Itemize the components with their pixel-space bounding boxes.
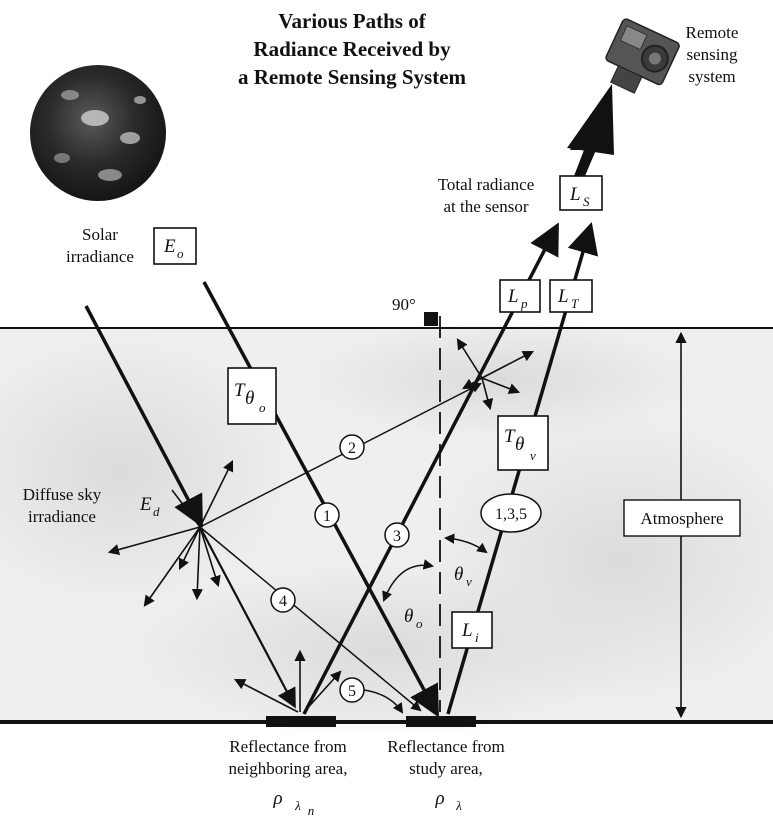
solar-beam-left bbox=[84, 305, 203, 528]
svg-text:v: v bbox=[466, 574, 472, 589]
svg-text:Total radiance: Total radiance bbox=[438, 175, 535, 194]
diffuse-sky-label: Diffuse sky irradiance bbox=[23, 485, 102, 526]
svg-text:irradiance: irradiance bbox=[66, 247, 134, 266]
solar-beam-right bbox=[202, 281, 439, 718]
path-number-1: 1 bbox=[314, 502, 340, 528]
theta-o-arc bbox=[382, 559, 435, 602]
diagram-title: Various Paths of Radiance Received by a … bbox=[238, 9, 467, 89]
svg-text:L: L bbox=[461, 620, 473, 641]
svg-text:sensing: sensing bbox=[687, 45, 739, 64]
svg-text:4: 4 bbox=[279, 593, 287, 610]
reflectance-neighbor-label: Reflectance from neighboring area, ρ λ n bbox=[229, 737, 348, 818]
svg-text:T: T bbox=[234, 380, 246, 401]
theta-v-arc bbox=[443, 533, 488, 554]
camera-icon bbox=[605, 18, 680, 94]
li-box: L i bbox=[451, 611, 493, 649]
svg-text:S: S bbox=[583, 194, 590, 209]
svg-text:d: d bbox=[153, 504, 160, 519]
svg-text:θ: θ bbox=[404, 606, 413, 627]
svg-text:o: o bbox=[177, 246, 184, 261]
path-3-line bbox=[199, 526, 422, 712]
svg-text:irradiance: irradiance bbox=[28, 507, 96, 526]
svg-text:L: L bbox=[507, 286, 519, 307]
lt-box: L T bbox=[549, 279, 593, 313]
path-number-4: 3 bbox=[384, 522, 410, 548]
svg-text:θ: θ bbox=[245, 388, 254, 409]
lp-box: L p bbox=[499, 279, 541, 313]
svg-text:λ: λ bbox=[455, 798, 462, 813]
atmosphere-label-box bbox=[623, 499, 741, 537]
svg-text:o: o bbox=[259, 400, 266, 415]
svg-text:i: i bbox=[475, 630, 479, 645]
sensor-arrow-head bbox=[567, 84, 614, 155]
total-radiance-label: Total radiance at the sensor bbox=[438, 175, 535, 216]
svg-text:Remote: Remote bbox=[686, 23, 739, 42]
path-number-2: 2 bbox=[339, 434, 365, 460]
path-5-arc bbox=[363, 689, 404, 714]
path-number-3: 4 bbox=[270, 587, 296, 613]
svg-text:5: 5 bbox=[348, 683, 356, 700]
right-angle-label: 90° bbox=[392, 295, 416, 314]
right-angle-marker bbox=[424, 312, 438, 326]
svg-text:Reflectance from: Reflectance from bbox=[387, 737, 505, 756]
svg-text:3: 3 bbox=[393, 528, 401, 545]
svg-text:o: o bbox=[416, 616, 423, 631]
svg-text:2: 2 bbox=[348, 440, 356, 457]
t-theta-o-box: T θ o bbox=[227, 367, 277, 425]
svg-text:Radiance Received by: Radiance Received by bbox=[253, 37, 451, 61]
svg-text:L: L bbox=[569, 184, 581, 205]
svg-text:ρ: ρ bbox=[434, 788, 444, 809]
svg-text:neighboring area,: neighboring area, bbox=[229, 759, 348, 778]
svg-text:θ: θ bbox=[454, 564, 463, 585]
svg-text:Diffuse sky: Diffuse sky bbox=[23, 485, 102, 504]
svg-text:study area,: study area, bbox=[409, 759, 483, 778]
theta-o-label: θ o bbox=[404, 606, 423, 631]
t-theta-v-box: T θ v bbox=[497, 415, 549, 471]
svg-text:T: T bbox=[504, 426, 516, 447]
svg-text:system: system bbox=[688, 67, 735, 86]
eo-box: E o bbox=[153, 227, 197, 265]
study-area-patch bbox=[406, 716, 476, 727]
remote-sensing-label: Remote sensing system bbox=[686, 23, 739, 86]
svg-text:Various Paths of: Various Paths of bbox=[278, 9, 426, 33]
path-number-5: 5 bbox=[339, 677, 365, 703]
svg-text:ρ: ρ bbox=[272, 788, 282, 809]
ed-label: E d bbox=[139, 494, 160, 519]
svg-text:E: E bbox=[163, 236, 176, 257]
svg-text:a Remote Sensing System: a Remote Sensing System bbox=[238, 65, 467, 89]
svg-text:T: T bbox=[571, 296, 579, 311]
diffuse-to-neighbor bbox=[199, 526, 296, 709]
svg-text:v: v bbox=[530, 448, 536, 463]
svg-text:θ: θ bbox=[515, 434, 524, 455]
svg-text:λ: λ bbox=[294, 798, 301, 813]
svg-text:1: 1 bbox=[323, 508, 331, 525]
sun-image bbox=[30, 65, 166, 201]
svg-text:n: n bbox=[308, 803, 315, 818]
svg-text:p: p bbox=[520, 296, 528, 311]
svg-text:at the sensor: at the sensor bbox=[444, 197, 529, 216]
svg-text:1,3,5: 1,3,5 bbox=[495, 506, 527, 523]
reflectance-study-label: Reflectance from study area, ρ λ bbox=[387, 737, 505, 813]
path-number-135: 1,3,5 bbox=[480, 493, 542, 533]
neighboring-area-patch bbox=[266, 716, 336, 727]
neighbor-reflection-arrows bbox=[234, 649, 342, 713]
path-2-line bbox=[199, 383, 482, 528]
svg-text:L: L bbox=[557, 286, 569, 307]
solar-irradiance-label: Solar irradiance bbox=[66, 225, 134, 266]
svg-text:Solar: Solar bbox=[82, 225, 118, 244]
ls-box: L S bbox=[559, 175, 603, 211]
svg-text:Reflectance from: Reflectance from bbox=[229, 737, 347, 756]
svg-text:E: E bbox=[139, 494, 152, 515]
atmosphere-label: Atmosphere bbox=[640, 509, 723, 528]
theta-v-label: θ v bbox=[454, 564, 472, 589]
